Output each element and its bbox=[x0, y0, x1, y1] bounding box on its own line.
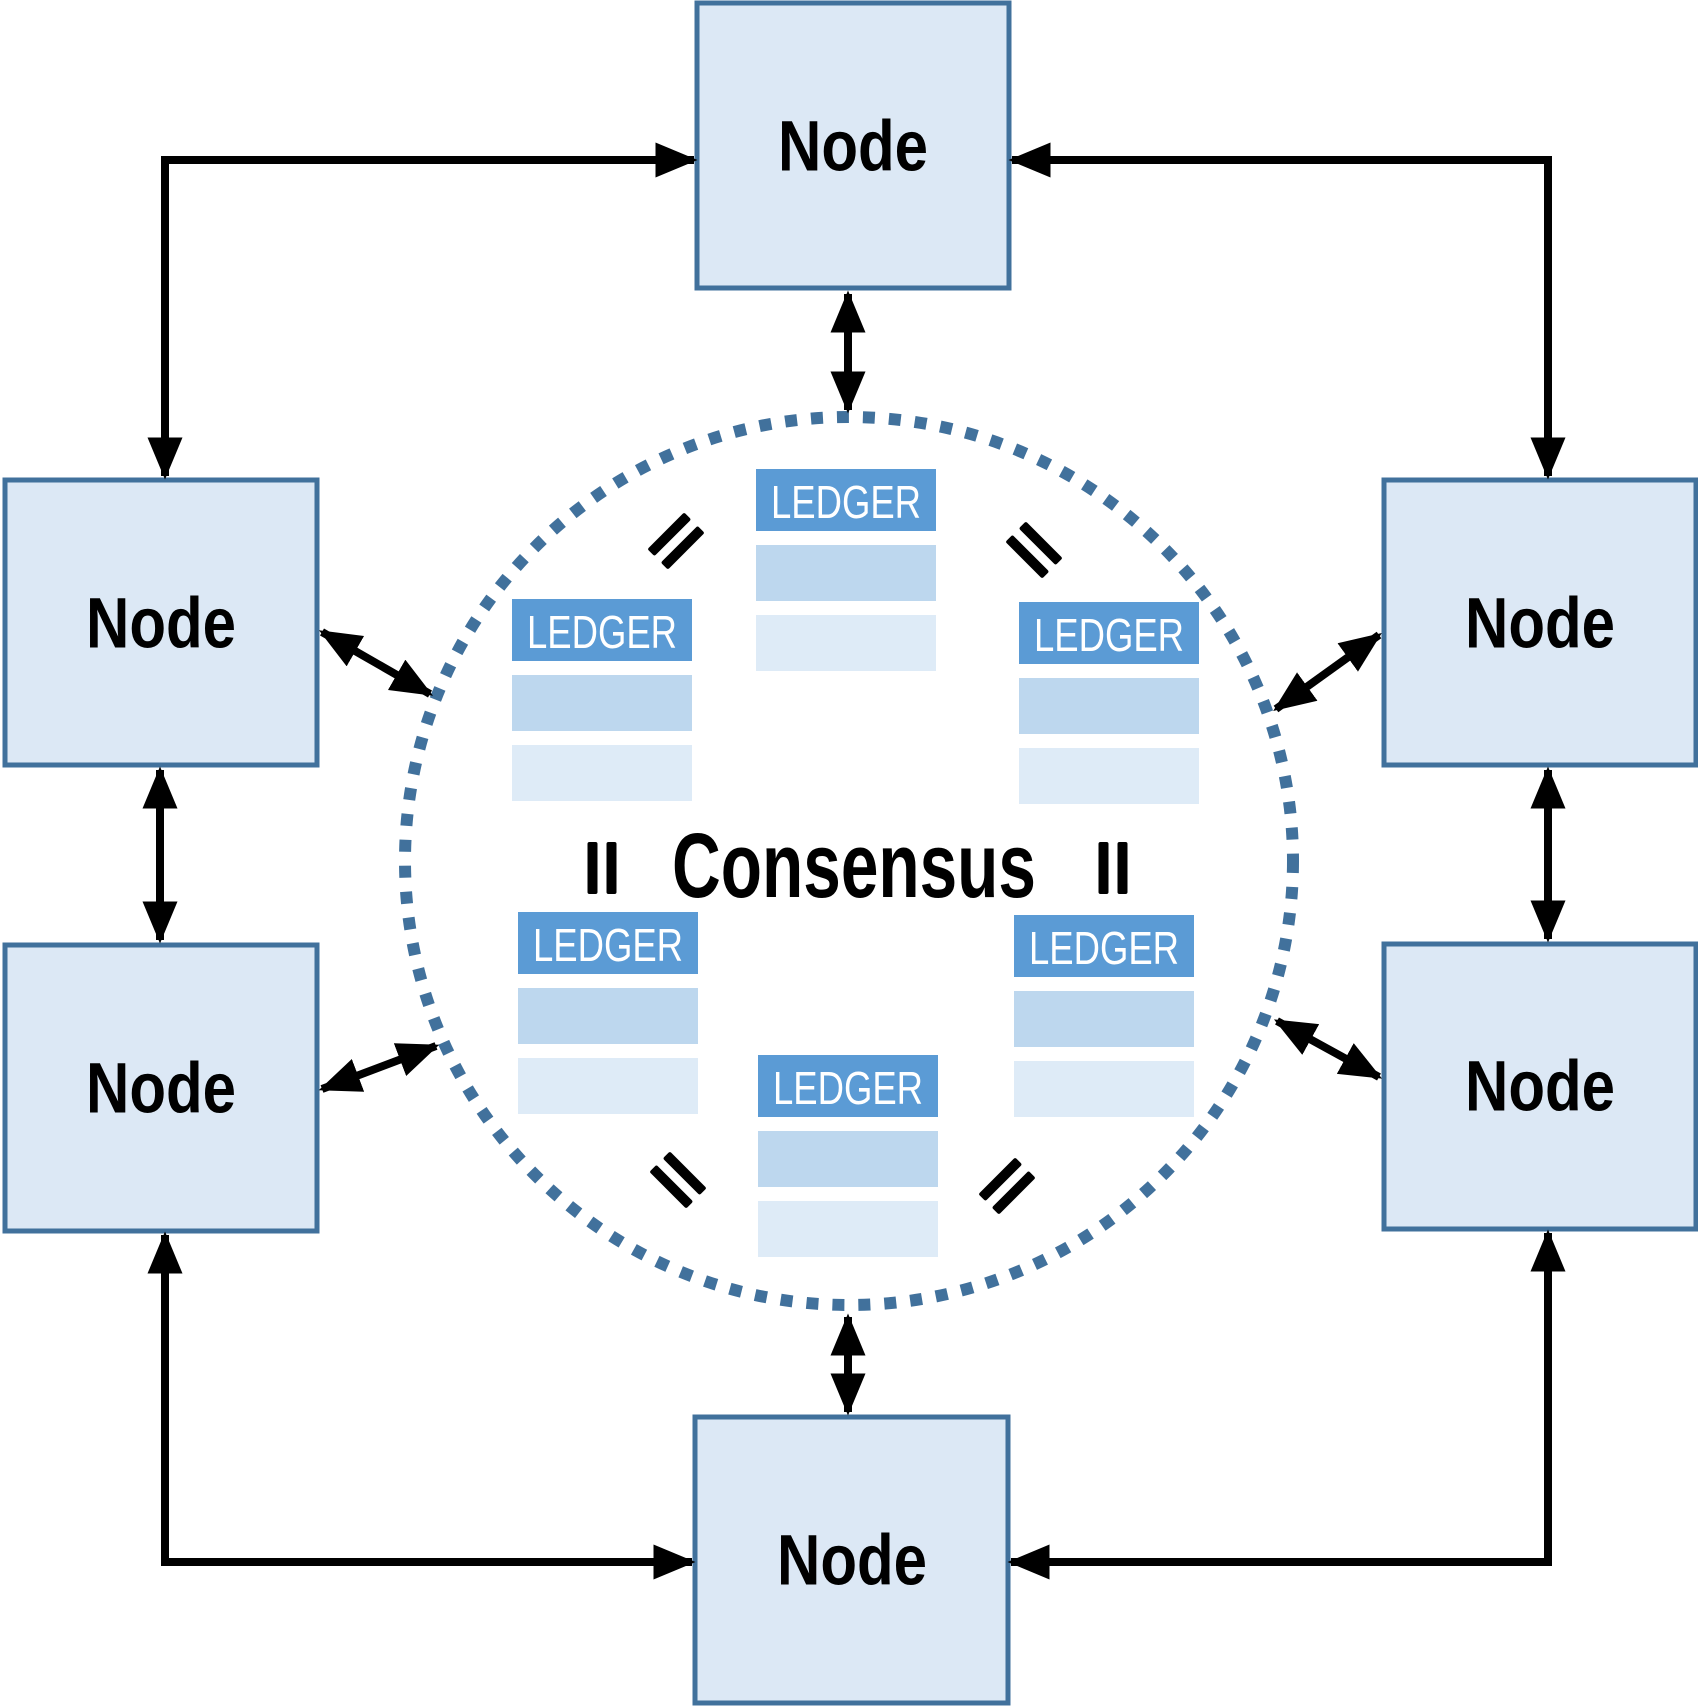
arrow-upper-left-node-to-circle bbox=[318, 628, 434, 698]
arrow-lower-right-node-to-circle bbox=[1273, 1017, 1383, 1081]
ledger-header bbox=[1014, 915, 1194, 977]
equals-icon-middle-left bbox=[587, 842, 617, 894]
node-box-upper-left: Node bbox=[2, 477, 320, 768]
ledger-table-middle-right: LEDGER bbox=[1019, 602, 1199, 804]
ledger-row-1 bbox=[518, 988, 698, 1044]
ledger-table-bottom-right: LEDGER bbox=[1014, 915, 1194, 1117]
equals-icon-bottom-right bbox=[979, 1158, 1035, 1214]
ledger-header bbox=[756, 469, 936, 531]
ledger-header bbox=[1019, 602, 1199, 664]
equals-bar bbox=[648, 513, 691, 556]
node-rect bbox=[2, 477, 320, 768]
node-label: Node bbox=[778, 108, 928, 187]
equals-bar bbox=[979, 1158, 1022, 1201]
node-box-lower-left: Node bbox=[2, 942, 320, 1234]
node-box-bottom: Node bbox=[692, 1414, 1011, 1706]
node-box-lower-right: Node bbox=[1381, 941, 1698, 1232]
node-rect bbox=[1381, 477, 1698, 768]
equals-bar bbox=[1006, 535, 1049, 578]
node-label: Node bbox=[1465, 1048, 1615, 1127]
ledger-row-1 bbox=[756, 545, 936, 601]
connector-bottom-node-to-lower-right-node bbox=[1007, 1229, 1566, 1580]
ledger-header bbox=[512, 599, 692, 661]
equals-bar bbox=[650, 1165, 693, 1208]
ledger-table-bottom-left: LEDGER bbox=[518, 912, 698, 1114]
equals-bar bbox=[1117, 842, 1128, 894]
ledger-row-2 bbox=[1019, 748, 1199, 804]
ledger-title: LEDGER bbox=[771, 476, 921, 528]
equals-bar bbox=[606, 842, 617, 894]
node-label: Node bbox=[1465, 585, 1615, 664]
ledger-header bbox=[758, 1055, 938, 1117]
connector-top-node-to-upper-right-node bbox=[1008, 142, 1566, 480]
ledger-row-1 bbox=[1014, 991, 1194, 1047]
arrow-lower-left-node-to-circle bbox=[318, 1042, 440, 1093]
ledger-row-1 bbox=[1019, 678, 1199, 734]
ledger-row-1 bbox=[512, 675, 692, 731]
node-label: Node bbox=[86, 1050, 236, 1129]
ledger-title: LEDGER bbox=[1029, 922, 1179, 974]
connector-top-node-to-upper-left-node bbox=[147, 142, 698, 480]
ledger-row-2 bbox=[1014, 1061, 1194, 1117]
ledger-title: LEDGER bbox=[533, 919, 683, 971]
node-box-top: Node bbox=[694, 0, 1012, 291]
equals-icon-bottom-left bbox=[650, 1152, 706, 1208]
consensus-boundary-circle bbox=[399, 411, 1299, 1311]
ledger-row-1 bbox=[758, 1131, 938, 1187]
equals-icon-middle-right bbox=[1098, 842, 1128, 894]
equals-bar bbox=[663, 1152, 706, 1195]
ledger-title: LEDGER bbox=[1034, 609, 1184, 661]
connector-bottom-node-to-lower-left-node bbox=[147, 1231, 696, 1580]
node-label: Node bbox=[86, 585, 236, 664]
ledger-row-2 bbox=[512, 745, 692, 801]
ledger-title: LEDGER bbox=[773, 1062, 923, 1114]
equals-bar bbox=[587, 842, 598, 894]
node-label: Node bbox=[777, 1522, 927, 1601]
arrow-upper-right-node-to-circle bbox=[1273, 631, 1382, 713]
ledger-title: LEDGER bbox=[527, 606, 677, 658]
node-rect bbox=[1381, 941, 1698, 1232]
equals-bar bbox=[1098, 842, 1109, 894]
ledger-row-2 bbox=[756, 615, 936, 671]
node-box-upper-right: Node bbox=[1381, 477, 1698, 768]
equals-bar bbox=[1019, 522, 1062, 565]
ledger-row-2 bbox=[758, 1201, 938, 1257]
ledger-row-2 bbox=[518, 1058, 698, 1114]
ledger-table-middle-left: LEDGER bbox=[512, 599, 692, 801]
ledger-table-top-center: LEDGER bbox=[756, 469, 936, 671]
ledger-table-bottom-center: LEDGER bbox=[758, 1055, 938, 1257]
node-rect bbox=[2, 942, 320, 1234]
equals-bar bbox=[661, 526, 704, 569]
equals-icon-top-left bbox=[648, 513, 704, 569]
ledger-header bbox=[518, 912, 698, 974]
equals-bar bbox=[992, 1171, 1035, 1214]
node-rect bbox=[694, 0, 1012, 291]
consensus-label: Consensus bbox=[672, 815, 1036, 917]
node-rect bbox=[692, 1414, 1011, 1706]
equals-icon-top-right bbox=[1006, 522, 1062, 578]
